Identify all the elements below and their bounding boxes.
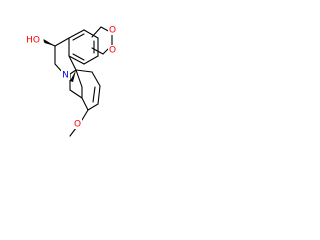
- bond: [81, 97, 89, 111]
- label-background: [61, 70, 70, 80]
- label-background: [73, 119, 82, 129]
- bond: [69, 127, 77, 137]
- label-background: [26, 35, 41, 45]
- pyrrolidine-ring: [69, 69, 83, 99]
- hydroxyl-label: HO: [26, 36, 40, 46]
- dioxole-oxygen-top-label: O: [109, 26, 116, 36]
- molecule-canvas: HO N O O O: [0, 0, 150, 150]
- bond: [97, 85, 101, 105]
- methoxy-oxygen-label: O: [74, 120, 81, 130]
- bond: [83, 55, 99, 65]
- dioxole-oxygen-bottom-label: O: [109, 46, 116, 56]
- atom-labels: HO N O O O: [26, 25, 117, 130]
- bond: [68, 55, 77, 71]
- bond: [87, 103, 99, 111]
- label-background: [108, 25, 117, 35]
- methoxy-group: [69, 109, 89, 137]
- molecule-structure: HO N O O O: [26, 25, 117, 137]
- label-background: [108, 45, 117, 55]
- stereo-wedge: [70, 70, 76, 82]
- double-bond: [72, 53, 85, 61]
- bond: [54, 37, 70, 47]
- bond: [81, 109, 89, 121]
- bond: [69, 89, 83, 99]
- bond: [68, 55, 85, 65]
- bond: [75, 69, 83, 88]
- cyclohexene-ring: [75, 69, 101, 111]
- aromatic-ring: [68, 29, 99, 65]
- double-bond: [92, 86, 96, 103]
- bond: [91, 71, 101, 87]
- nitrogen-label: N: [62, 71, 69, 81]
- bond: [69, 69, 77, 75]
- double-bond: [72, 33, 85, 41]
- bond: [75, 69, 93, 73]
- bond: [68, 29, 85, 39]
- stereo-wedge: [43, 39, 55, 46]
- piperidine-ring: [54, 37, 77, 75]
- bond: [83, 29, 99, 39]
